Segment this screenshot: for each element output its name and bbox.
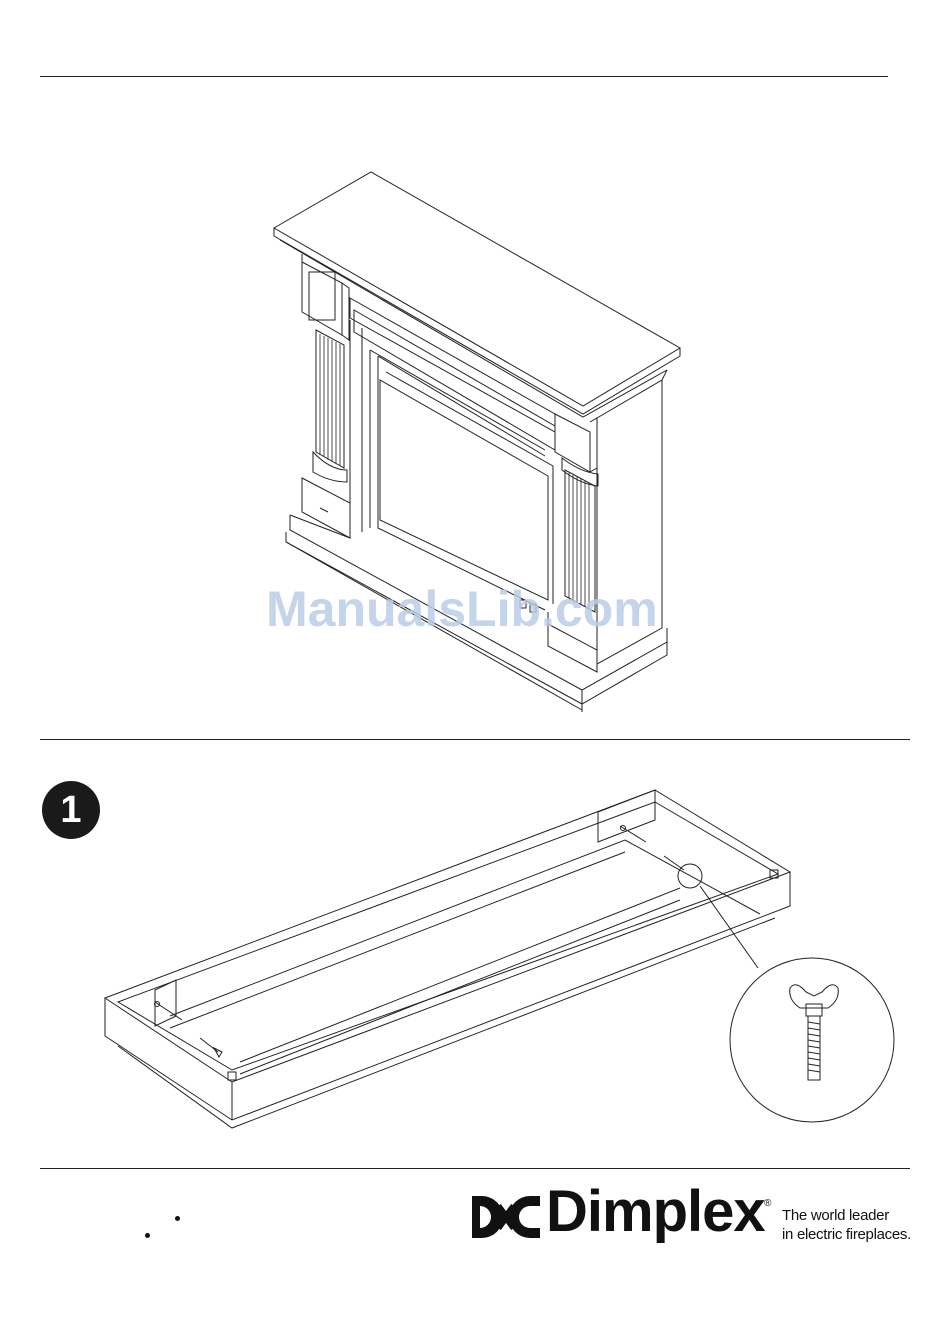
bullet-dot-icon: [175, 1216, 180, 1221]
registered-mark: ®: [764, 1198, 771, 1209]
top-divider: [40, 76, 888, 77]
footer-divider: [40, 1168, 910, 1169]
brand-tagline-line1: The world leader: [782, 1207, 889, 1224]
dimplex-logo-icon: [468, 1192, 544, 1242]
step-number-badge: 1: [42, 781, 100, 839]
brand-name: Dimplex: [546, 1183, 765, 1241]
base-frame-illustration: [95, 780, 915, 1140]
brand-tagline-line2: in electric fireplaces.: [782, 1226, 911, 1243]
section-divider: [40, 739, 910, 740]
watermark: ManualsLib.com: [266, 580, 658, 638]
bullet-dot-icon: [145, 1233, 150, 1238]
